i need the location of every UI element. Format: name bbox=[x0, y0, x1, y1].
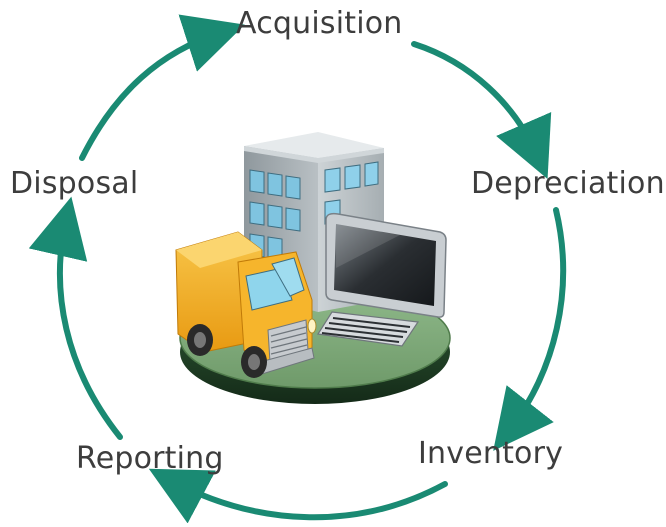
arrow-disposal-to-acquisition bbox=[79, 14, 245, 161]
computer-monitor-icon bbox=[325, 212, 447, 318]
arrow-acquisition-to-depreciation bbox=[411, 41, 552, 180]
keyboard-icon bbox=[316, 311, 420, 347]
stage-label-reporting: Reporting bbox=[76, 441, 224, 476]
stage-label-inventory: Inventory bbox=[418, 436, 564, 471]
delivery-truck-icon bbox=[175, 231, 317, 378]
stage-label-acquisition: Acquisition bbox=[236, 6, 403, 41]
arrow-depreciation-to-inventory bbox=[493, 207, 567, 451]
stage-label-depreciation: Depreciation bbox=[471, 166, 665, 201]
arrow-inventory-to-reporting bbox=[148, 468, 448, 524]
stage-label-disposal: Disposal bbox=[10, 166, 139, 201]
arrow-reporting-to-disposal bbox=[28, 196, 123, 440]
assets-illustration bbox=[175, 132, 451, 404]
